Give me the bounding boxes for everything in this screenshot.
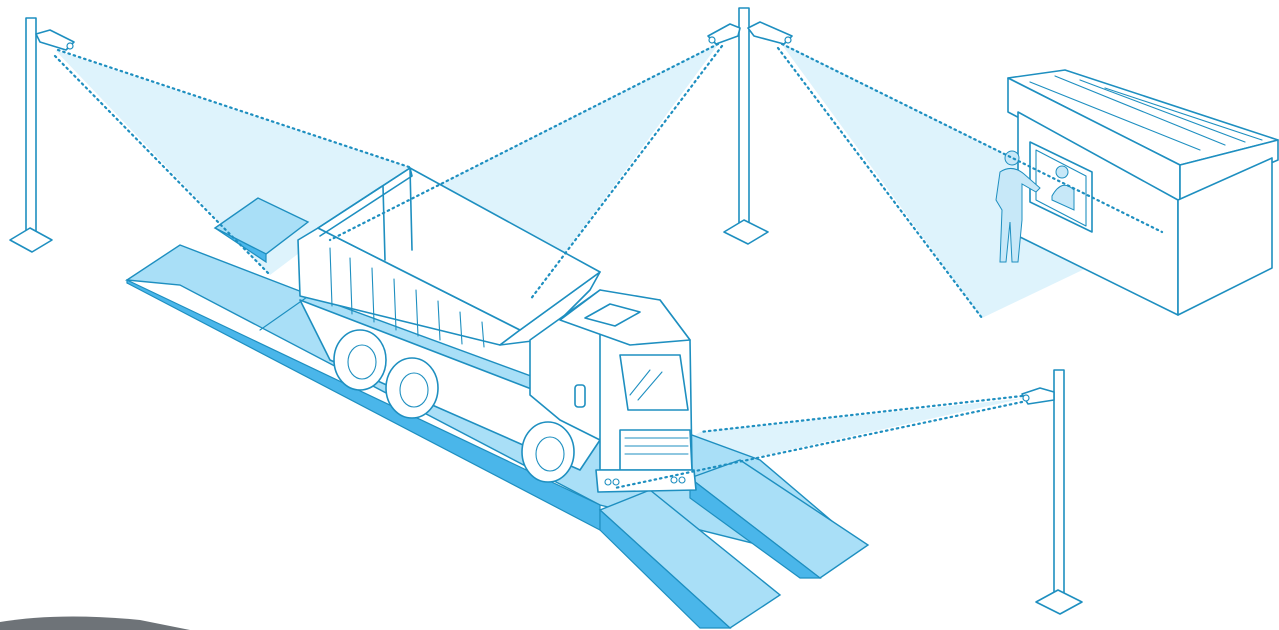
rear-wheel-1 xyxy=(334,330,386,390)
center-camera-pole xyxy=(708,8,792,244)
windshield xyxy=(620,355,688,410)
front-grille xyxy=(620,430,692,470)
front-wheel xyxy=(522,422,574,482)
right-camera-pole xyxy=(1022,370,1082,614)
side-mirror xyxy=(575,385,585,407)
rear-wheel-2 xyxy=(386,358,438,418)
partial-car-roof xyxy=(0,616,190,630)
